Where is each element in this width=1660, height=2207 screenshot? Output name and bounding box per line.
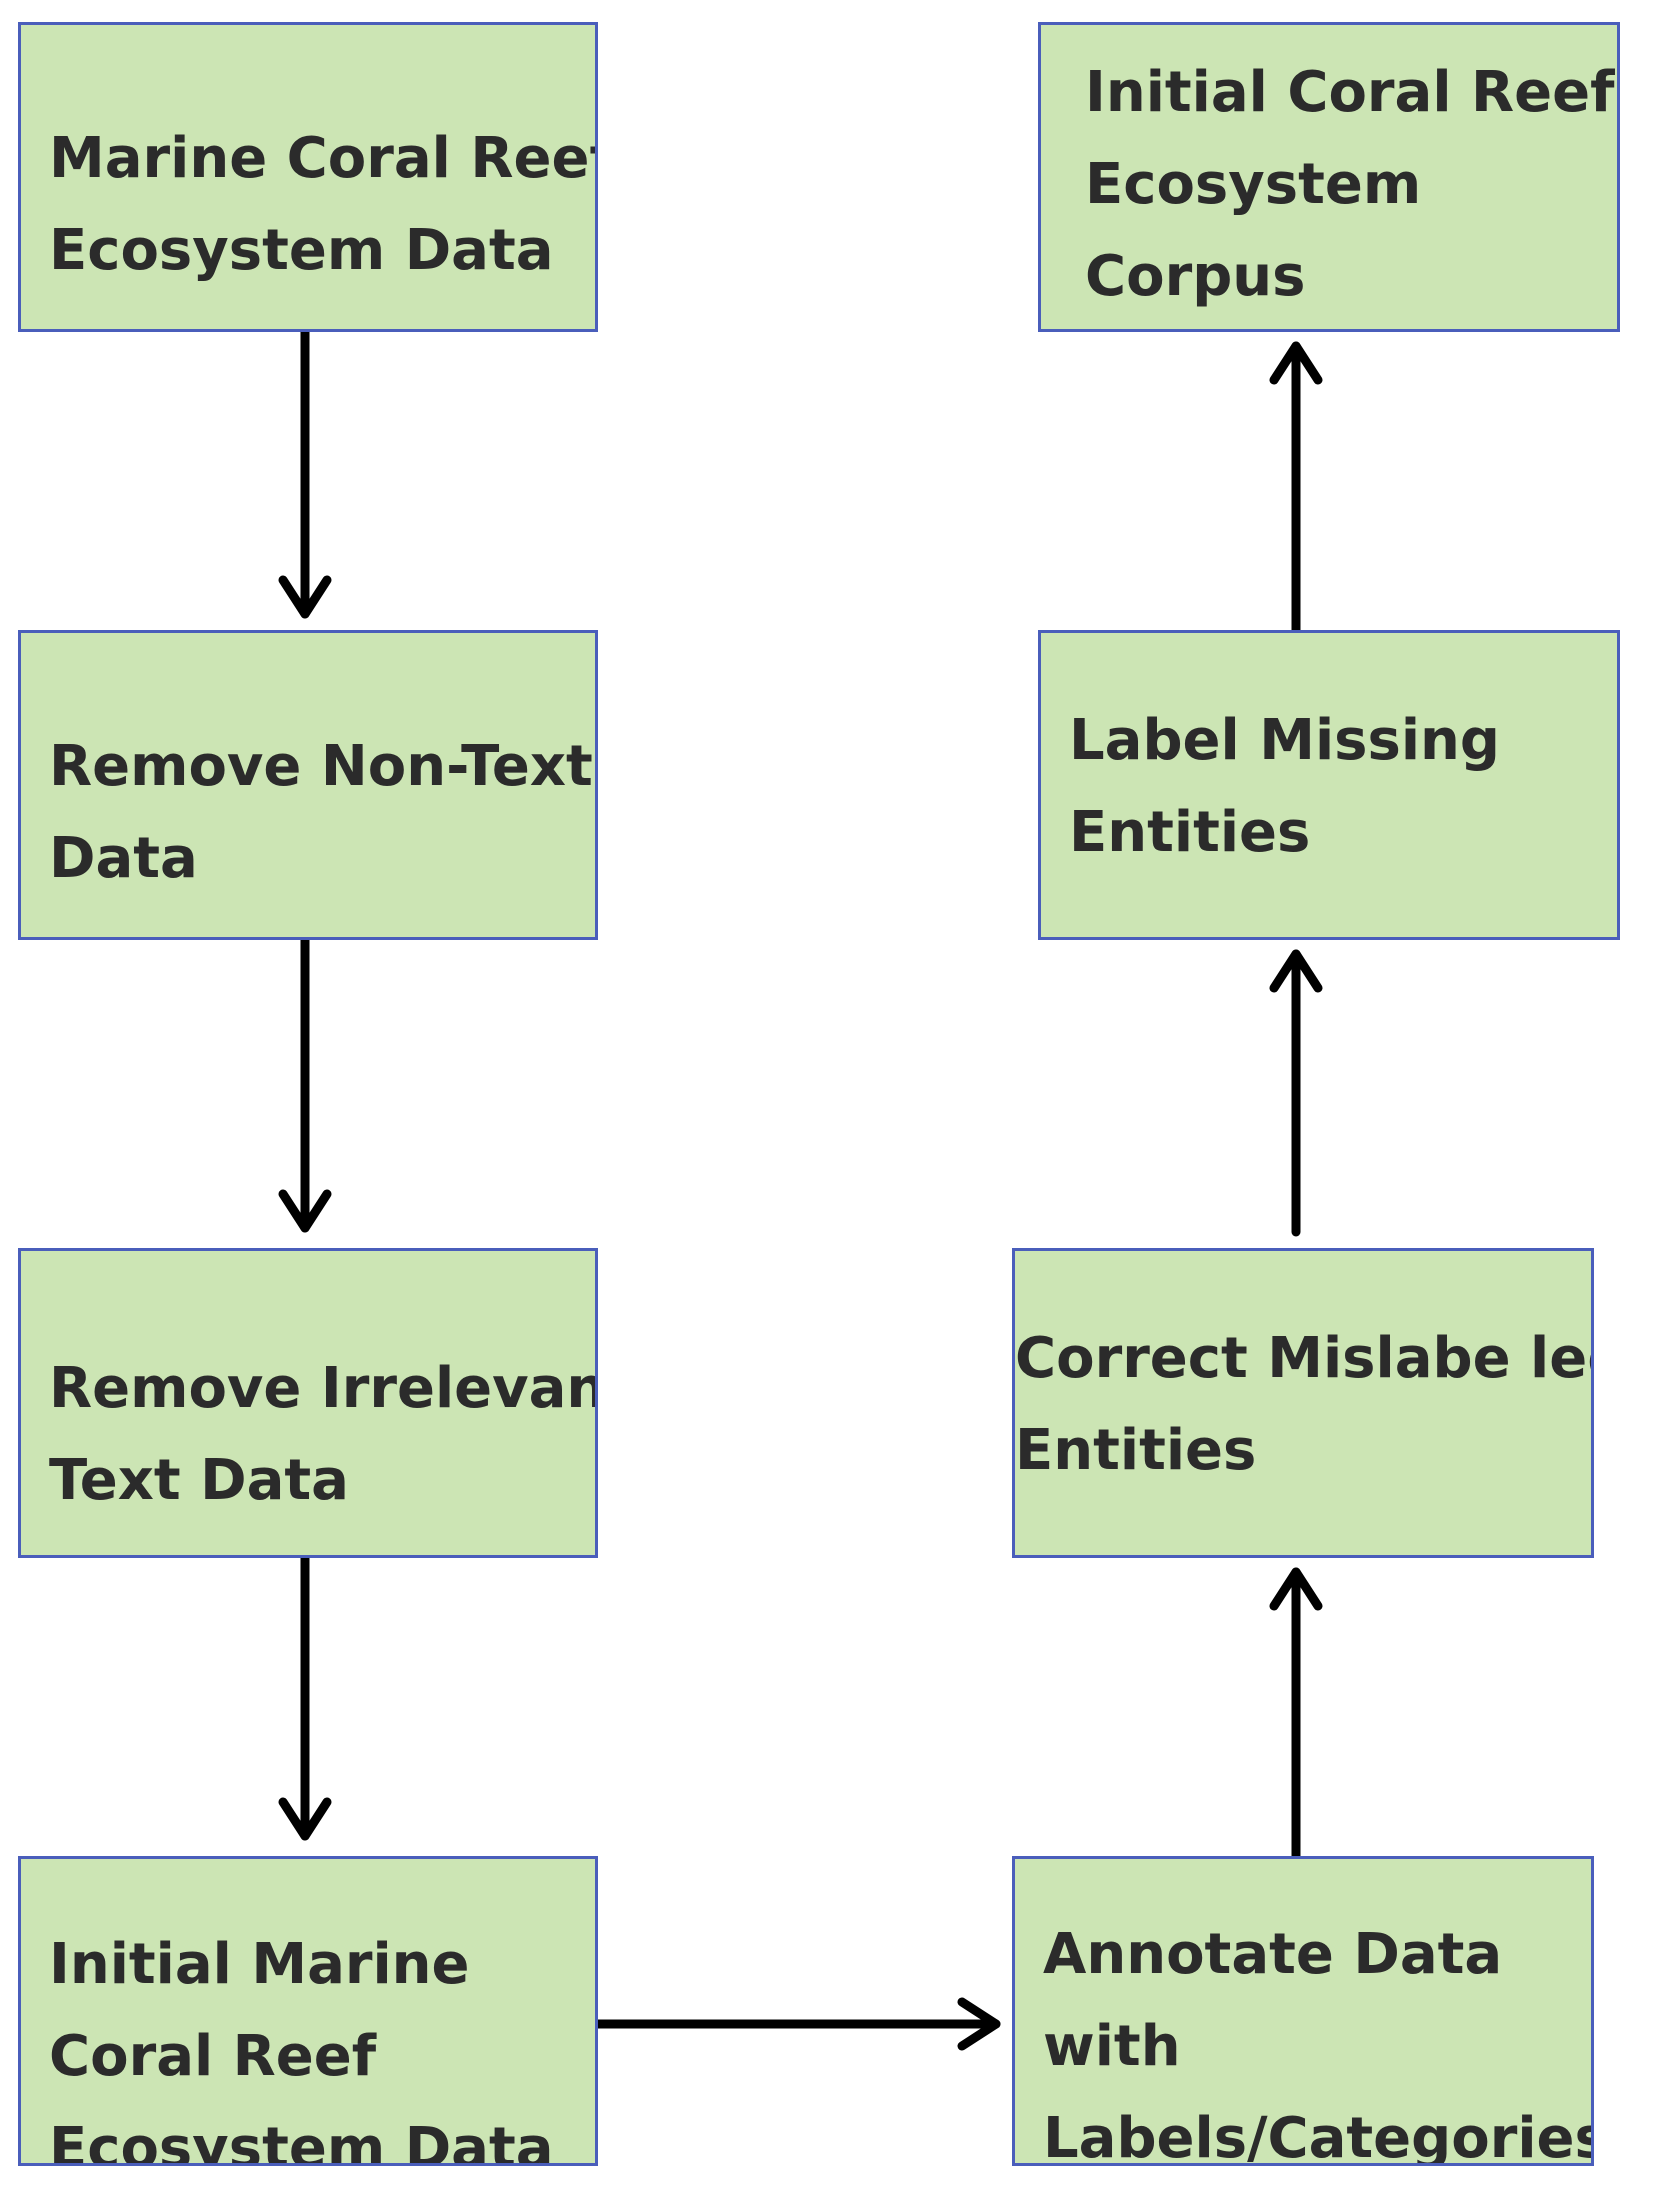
node-text-line: with xyxy=(1043,2014,1181,2079)
node-text-line: Entities xyxy=(1069,800,1311,865)
arrow-7-to-8 xyxy=(1269,341,1323,635)
node-text-line: Ecosystem Data xyxy=(49,2116,554,2166)
node-text-line: Text Data xyxy=(49,1448,349,1513)
node-text-line: Remove Irrelevant xyxy=(49,1356,598,1421)
node-text-line: Ecosystem xyxy=(1085,152,1422,217)
node-annotate-data-with-labels: Annotate Data with Labels/Categories xyxy=(1012,1856,1594,2166)
arrow-5-to-6 xyxy=(1269,1567,1323,1861)
node-initial-marine-coral-reef-ecosystem-data: Initial Marine Coral Reef Ecosystem Data xyxy=(18,1856,598,2166)
arrow-2-to-3 xyxy=(278,935,332,1233)
node-label-missing-entities: Label Missing Entities xyxy=(1038,630,1620,940)
node-text-line: Initial Coral Reef xyxy=(1085,60,1615,125)
node-text-line: Corpus xyxy=(1085,244,1306,309)
arrow-3-to-4 xyxy=(278,1553,332,1841)
node-correct-mislabeled-entities: Correct Mislabe led Entities xyxy=(1012,1248,1594,1558)
node-text-line: Initial Marine xyxy=(49,1932,470,1997)
node-remove-non-text-data: Remove Non-Text Data xyxy=(18,630,598,940)
node-text-line: Ecosystem Data xyxy=(49,218,554,283)
node-text-line: Remove Non-Text xyxy=(49,734,593,799)
node-text-line: Entities xyxy=(1015,1418,1257,1483)
node-text-line: Labels/Categories xyxy=(1043,2106,1594,2166)
arrow-1-to-2 xyxy=(278,327,332,619)
node-text-line: Data xyxy=(49,826,198,891)
node-initial-coral-reef-ecosystem-corpus: Initial Coral Reef Ecosystem Corpus xyxy=(1038,22,1620,332)
node-text-line: Annotate Data xyxy=(1043,1922,1503,1987)
arrow-6-to-7 xyxy=(1269,949,1323,1237)
node-text-line: Correct Mislabe led xyxy=(1015,1326,1594,1391)
node-marine-coral-reef-ecosystem-data: Marine Coral Reef Ecosystem Data xyxy=(18,22,598,332)
node-remove-irrelevant-text-data: Remove Irrelevant Text Data xyxy=(18,1248,598,1558)
node-text-line: Label Missing xyxy=(1069,708,1500,773)
arrow-4-to-5 xyxy=(593,1997,1001,2051)
node-text-line: Coral Reef xyxy=(49,2024,377,2089)
node-text-line: Marine Coral Reef xyxy=(49,126,598,191)
